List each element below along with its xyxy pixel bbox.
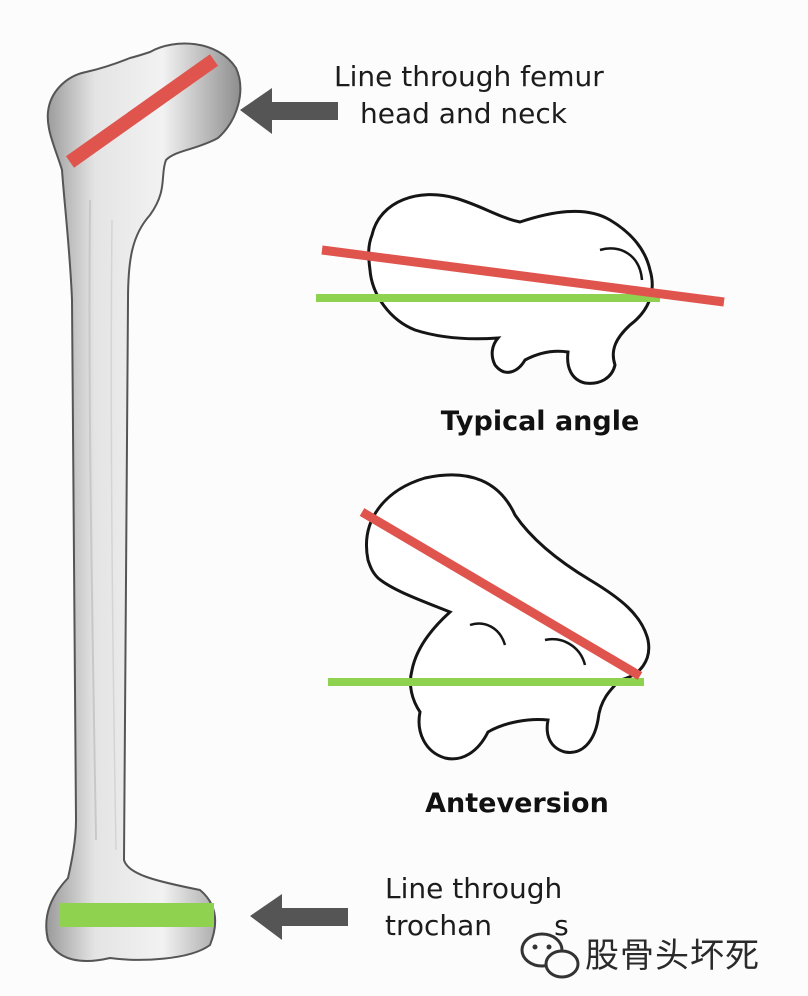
arrow-left-icon <box>240 88 338 134</box>
trochanters-label-line1: Line through <box>385 872 563 905</box>
trochanters-label-line2: trochan <box>385 909 493 942</box>
anteversion-outline <box>365 473 651 761</box>
trochanters-label-line2-tail: s <box>554 909 569 942</box>
trochanters-label: Line through trochan s <box>385 870 569 944</box>
typical-femoral-neck-line <box>321 245 725 307</box>
trochanters-label-line2-wrap: trochan s <box>385 907 569 944</box>
femur-head-neck-line <box>65 54 219 168</box>
head-neck-label-line2: head and neck <box>360 97 567 130</box>
wechat-icon <box>520 932 580 979</box>
arrow-left-icon <box>250 894 348 940</box>
anteversion-femoral-neck-line <box>359 508 643 680</box>
watermark-text: 股骨头坏死 <box>585 936 760 976</box>
typical-angle-caption: Typical angle <box>440 406 640 437</box>
typical-angle-outline <box>367 193 654 385</box>
anteversion-caption: Anteversion <box>425 788 609 819</box>
head-neck-label: Line through femur head and neck <box>334 58 604 132</box>
femur-bone <box>45 42 242 962</box>
head-neck-label-line1: Line through femur <box>334 60 604 93</box>
